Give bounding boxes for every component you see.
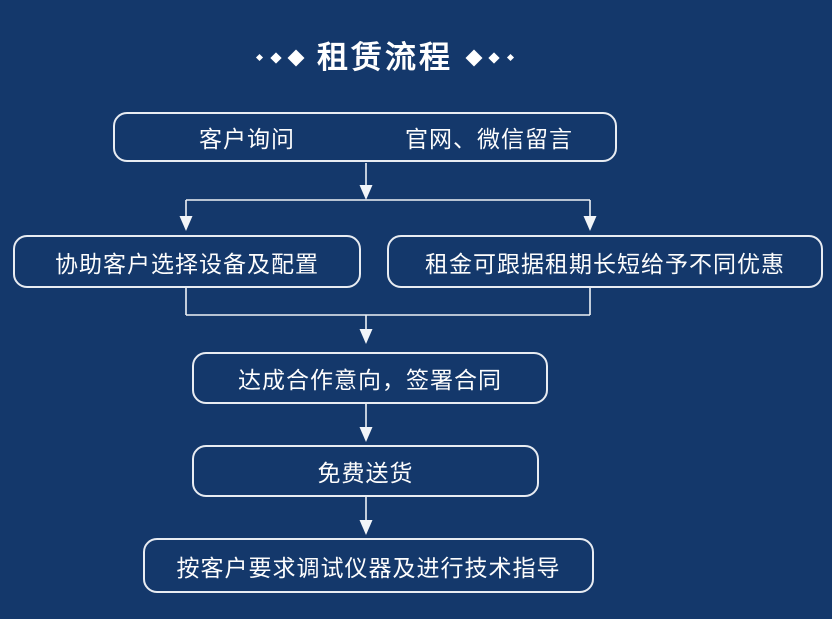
free-delivery-label: 免费送货 bbox=[317, 460, 414, 486]
diamond-icon bbox=[255, 53, 264, 62]
page-title-row: 租赁流程 bbox=[0, 42, 770, 73]
inquiry-label: 客户询问 bbox=[199, 126, 295, 152]
sign-contract-label: 达成合作意向，签署合同 bbox=[238, 367, 502, 393]
title-left-diamonds bbox=[255, 49, 305, 66]
flow-node-select-device: 协助客户选择设备及配置 bbox=[13, 235, 361, 288]
flow-node-customer-inquiry: 客户询问 官网、微信留言 bbox=[113, 112, 617, 162]
flow-node-sign-contract: 达成合作意向，签署合同 bbox=[192, 352, 548, 404]
tech-guidance-label: 按客户要求调试仪器及进行技术指导 bbox=[176, 554, 561, 581]
diamond-icon bbox=[287, 49, 305, 66]
flow-node-rent-discount: 租金可跟据租期长短给予不同优惠 bbox=[387, 235, 823, 288]
diamond-icon bbox=[488, 51, 500, 64]
flow-node-tech-guidance: 按客户要求调试仪器及进行技术指导 bbox=[143, 538, 594, 593]
diamond-icon bbox=[465, 49, 483, 66]
inquiry-channels-label: 官网、微信留言 bbox=[405, 126, 573, 152]
page-title: 租赁流程 bbox=[317, 40, 453, 75]
diamond-icon bbox=[506, 53, 515, 62]
rent-discount-label: 租金可跟据租期长短给予不同优惠 bbox=[425, 250, 785, 277]
select-device-label: 协助客户选择设备及配置 bbox=[55, 250, 319, 277]
title-right-diamonds bbox=[465, 49, 515, 66]
diamond-icon bbox=[270, 51, 282, 64]
flow-node-free-delivery: 免费送货 bbox=[192, 445, 539, 497]
